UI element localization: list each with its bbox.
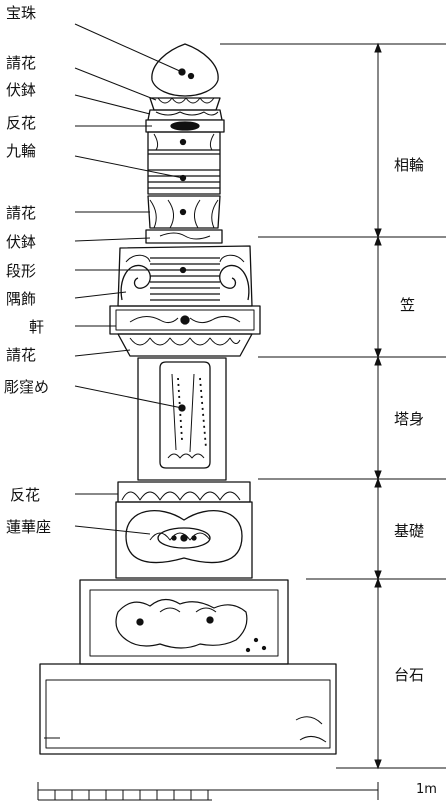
section-kasa: 笠: [400, 296, 416, 314]
kiso-block: [115, 501, 253, 579]
ukebana-roof: [117, 333, 253, 357]
label-horikubome: 彫窪め: [4, 378, 50, 396]
toshin-shaft: [137, 357, 227, 481]
kiso-foundation-drawing: [115, 481, 253, 579]
label-noki: 軒: [29, 318, 45, 336]
sumikazari-right: [219, 264, 250, 301]
label-ukebana-top: 請花: [6, 54, 37, 72]
toshin-body-drawing: [137, 357, 227, 481]
horikubome-niche: [159, 361, 211, 469]
daiseki-platform-drawing: [39, 579, 337, 755]
label-sumikazari: 隅飾: [6, 290, 37, 308]
label-rengeza: 蓮華座: [6, 518, 52, 536]
kurin-rings: [147, 131, 221, 195]
scale-bar: [37, 782, 379, 801]
leader-lines: [74, 23, 184, 535]
section-kiso: 基礎: [394, 522, 425, 540]
ukebana-lower: [147, 195, 221, 229]
label-kaeribana-top: 反花: [6, 114, 37, 132]
label-fukubachi-middle: 伏鉢: [6, 233, 37, 251]
daiseki-upper: [79, 579, 289, 665]
fukubachi-lower: [145, 229, 223, 244]
section-daiseki: 台石: [394, 666, 425, 684]
kasa-roof-drawing: [109, 245, 261, 357]
section-toshin: 塔身: [394, 410, 425, 428]
section-sorin: 相輪: [394, 156, 425, 174]
sumikazari-left: [120, 264, 151, 301]
scale-label: 1m: [416, 782, 437, 797]
label-ukebana-middle: 請花: [6, 204, 37, 222]
label-kaeribana-base: 反花: [10, 486, 41, 504]
dimension-line: [374, 42, 382, 770]
label-ukebana-roof: 請花: [6, 346, 37, 364]
daiseki-lower: [39, 663, 337, 755]
rengeza-lotus: [125, 510, 243, 564]
dimension-guides: [220, 43, 446, 769]
label-fukubachi-top: 伏鉢: [6, 81, 37, 99]
label-dangata: 段形: [6, 262, 37, 280]
sorin-finial-drawing: [145, 43, 225, 244]
label-hoju: 宝珠: [6, 4, 37, 22]
hoju-jewel: [151, 43, 219, 97]
label-kurin: 九輪: [6, 142, 37, 160]
